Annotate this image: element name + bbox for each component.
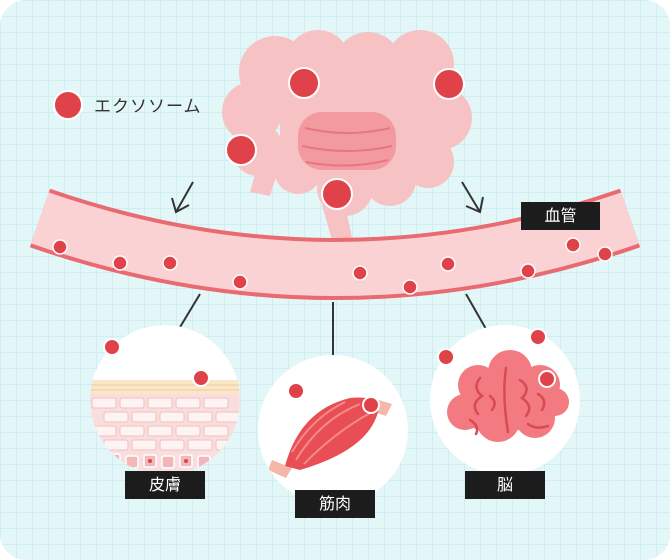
brain-label: 脳 <box>465 471 545 499</box>
intestine-to-vessel-arrows <box>171 181 484 214</box>
intestine-illustration <box>222 30 472 240</box>
muscle-illustration <box>258 355 408 505</box>
skin-illustration <box>90 325 240 475</box>
vessel-exosomes <box>52 237 613 295</box>
brain-illustration <box>430 325 580 475</box>
blood-vessel <box>29 188 641 300</box>
skin-label: 皮膚 <box>125 471 205 499</box>
legend-exosome-icon <box>53 90 83 120</box>
legend-label: エクソソーム <box>94 97 202 117</box>
vessel-label: 血管 <box>521 202 600 230</box>
muscle-label: 筋肉 <box>295 490 375 518</box>
